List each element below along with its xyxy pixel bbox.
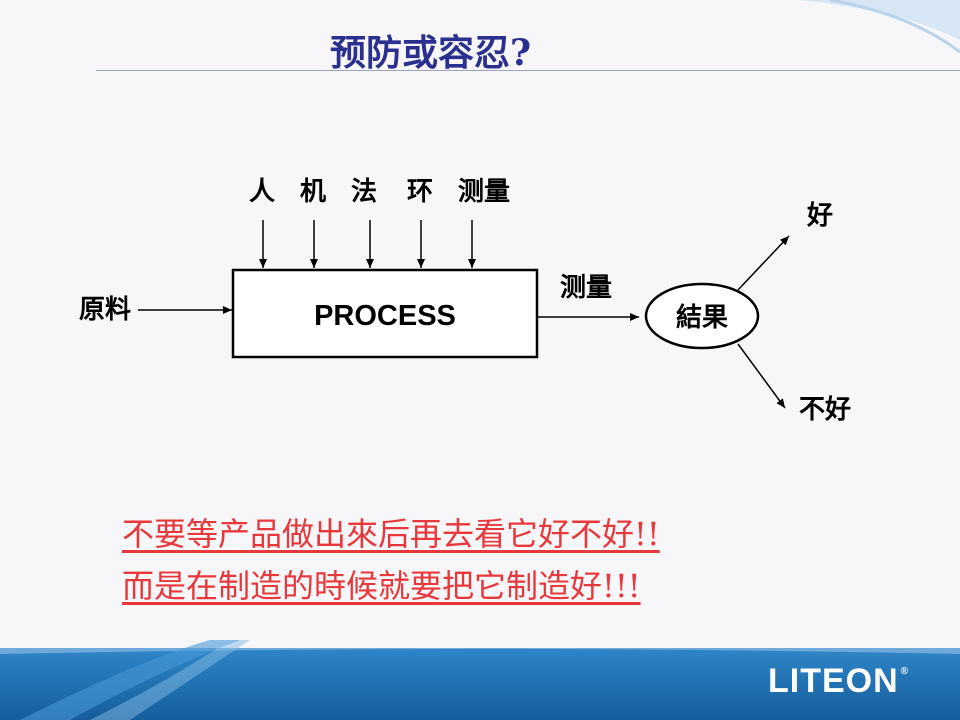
measurement-label: 测量 — [560, 273, 612, 303]
footer-band — [0, 640, 960, 720]
not-good-arrow — [737, 343, 786, 409]
title-divider — [96, 70, 960, 71]
registered-mark: ® — [900, 666, 910, 677]
message-line-1: 不要等产品做出來后再去看它好不好!! — [122, 515, 660, 553]
logo-text: LITEON — [768, 662, 899, 700]
process-label: PROCESS — [314, 300, 456, 332]
message-line-2: 而是在制造的時候就要把它制造好!!! — [122, 567, 641, 605]
page-title: 预防或容忍? — [330, 32, 532, 74]
good-label: 好 — [806, 201, 833, 231]
key-message: 不要等产品做出來后再去看它好不好!! 而是在制造的時候就要把它制造好!!! — [122, 508, 862, 612]
raw-material-label: 原料 — [79, 295, 131, 325]
result-ellipse — [644, 282, 760, 350]
good-arrow — [737, 235, 790, 291]
input-label-machine: 机 — [300, 177, 326, 207]
header-swoosh — [800, 0, 960, 54]
result-label: 結果 — [676, 302, 728, 333]
not-good-label: 不好 — [799, 395, 851, 425]
input-label-environment: 环 — [407, 177, 433, 207]
input-label-measurement: 测量 — [458, 177, 510, 207]
process-box — [231, 268, 539, 359]
liteon-logo: LITEON® — [768, 662, 909, 701]
input-label-method: 法 — [351, 177, 377, 207]
input-label-man: 人 — [249, 177, 275, 207]
